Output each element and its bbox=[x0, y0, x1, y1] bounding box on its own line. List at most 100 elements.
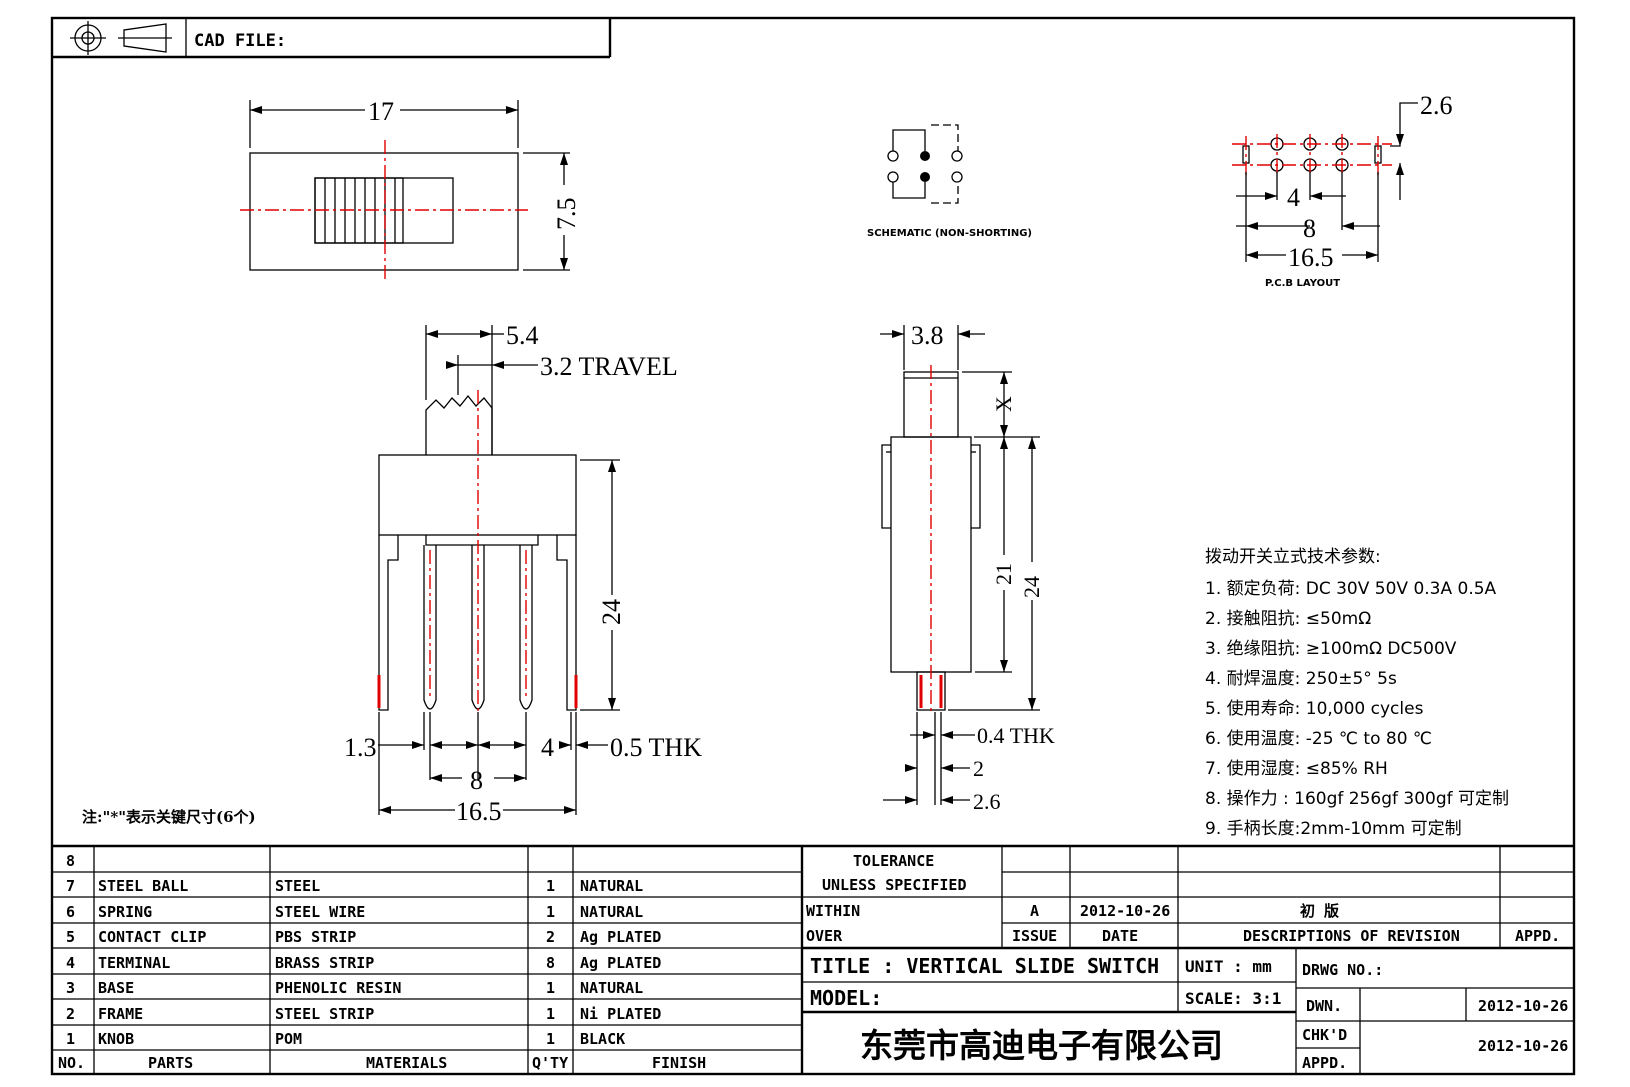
spec-item: 2. 接触阻抗: ≤50mΩ bbox=[1205, 609, 1371, 629]
appd-label: APPD. bbox=[1515, 927, 1560, 945]
revision-value: 初 版 bbox=[1300, 902, 1339, 920]
bom-part: TERMINAL bbox=[98, 954, 170, 972]
date-value: 2012-10-26 bbox=[1080, 902, 1170, 920]
scale-label: SCALE: 3:1 bbox=[1185, 989, 1281, 1008]
spec-item: 5. 使用寿命: 10,000 cycles bbox=[1205, 698, 1424, 719]
bom-finish: Ni PLATED bbox=[580, 1005, 661, 1023]
bom-qty: 1 bbox=[546, 1005, 555, 1023]
pcb-layout-label: P.C.B LAYOUT bbox=[1265, 278, 1340, 289]
bom-finish: NATURAL bbox=[580, 903, 643, 921]
bom-part: CONTACT CLIP bbox=[98, 928, 206, 946]
schematic: SCHEMATIC (NON-SHORTING) bbox=[867, 124, 1032, 239]
side-dim-21: 21 bbox=[991, 563, 1016, 585]
spec-item: 3. 绝缘阻抗: ≥100mΩ DC500V bbox=[1205, 639, 1457, 659]
bom-header-parts: PARTS bbox=[148, 1054, 193, 1072]
company-name: 东莞市高迪电子有限公司 bbox=[860, 1026, 1223, 1065]
within-label: WITHIN bbox=[806, 902, 860, 920]
bom-part: KNOB bbox=[98, 1030, 134, 1048]
drwg-no-label: DRWG NO.: bbox=[1302, 961, 1383, 979]
top-height-dim: 7.5 bbox=[552, 198, 581, 231]
bom-header-no: NO. bbox=[58, 1054, 85, 1072]
pcb-dim-8: 8 bbox=[1303, 214, 1316, 243]
bom-table: 8 7 STEEL BALL STEEL 1 NATURAL 6 SPRING … bbox=[52, 844, 1574, 1074]
bom-no: 1 bbox=[66, 1030, 75, 1048]
pcb-dim-16-5: 16.5 bbox=[1288, 243, 1334, 272]
bom-header-materials: MATERIALS bbox=[366, 1054, 447, 1072]
bom-header-finish: FINISH bbox=[652, 1054, 706, 1072]
front-dim-16-5: 16.5 bbox=[456, 797, 502, 826]
spec-item: 8. 操作力 : 160gf 256gf 300gf 可定制 bbox=[1205, 789, 1509, 809]
bom-qty: 1 bbox=[546, 877, 555, 895]
schematic-label: SCHEMATIC (NON-SHORTING) bbox=[867, 228, 1032, 239]
front-view: 5.4 3.2 TRAVEL 24 1.3 4 0.5 THK 8 16.5 bbox=[344, 321, 702, 826]
bom-finish: BLACK bbox=[580, 1030, 625, 1048]
bom-no: 2 bbox=[66, 1005, 75, 1023]
pcb-dim-4: 4 bbox=[1287, 183, 1300, 212]
side-view: 3.8 X 21 24 0.4 THK 2 2.6 bbox=[880, 321, 1055, 814]
descriptions-of-revision-label: DESCRIPTIONS OF REVISION bbox=[1243, 927, 1460, 945]
front-dim-thk: 0.5 THK bbox=[610, 733, 702, 762]
top-width-dim: 17 bbox=[368, 97, 394, 126]
header-box: CAD FILE: bbox=[52, 18, 612, 59]
bom-material: PBS STRIP bbox=[275, 928, 356, 946]
side-dim-24: 24 bbox=[1019, 576, 1044, 598]
bom-part: SPRING bbox=[98, 903, 152, 921]
bom-qty: 1 bbox=[546, 903, 555, 921]
bom-material: STEEL WIRE bbox=[275, 903, 365, 921]
bom-no: 3 bbox=[66, 979, 75, 997]
bom-finish: Ag PLATED bbox=[580, 928, 661, 946]
bom-qty: 2 bbox=[546, 928, 555, 946]
bom-qty: 1 bbox=[546, 979, 555, 997]
tolerance-label: TOLERANCE bbox=[853, 852, 934, 870]
front-dim-24: 24 bbox=[597, 599, 626, 625]
front-dim-1-3: 1.3 bbox=[344, 733, 377, 762]
model-label: MODEL: bbox=[810, 986, 882, 1010]
projection-symbol-icon bbox=[70, 21, 172, 55]
bom-part: FRAME bbox=[98, 1005, 143, 1023]
spec-title: 拨动开关立式技术参数: bbox=[1205, 547, 1381, 567]
bom-finish: NATURAL bbox=[580, 979, 643, 997]
dwn-date: 2012-10-26 bbox=[1478, 997, 1568, 1015]
cad-file-label: CAD FILE: bbox=[194, 31, 286, 51]
spec-item: 6. 使用温度: -25 ℃ to 80 ℃ bbox=[1205, 728, 1432, 749]
title-block: TOLERANCE UNLESS SPECIFIED WITHIN OVER A… bbox=[802, 846, 1574, 1074]
specifications: 拨动开关立式技术参数: 1. 额定负荷: DC 30V 50V 0.3A 0.5… bbox=[1205, 547, 1509, 839]
drawing-border bbox=[50, 16, 1576, 1076]
bom-no: 4 bbox=[66, 954, 75, 972]
appd-row-label: APPD. bbox=[1302, 1054, 1347, 1072]
bom-no: 6 bbox=[66, 903, 75, 921]
bom-qty: 8 bbox=[546, 954, 555, 972]
chkd-date: 2012-10-26 bbox=[1478, 1037, 1568, 1055]
spec-item: 7. 使用湿度: ≤85% RH bbox=[1205, 758, 1388, 779]
issue-label: ISSUE bbox=[1012, 927, 1057, 945]
front-dim-4: 4 bbox=[541, 733, 554, 762]
unless-specified-label: UNLESS SPECIFIED bbox=[822, 876, 967, 894]
side-dim-2: 2 bbox=[973, 756, 984, 781]
side-dim-2-6: 2.6 bbox=[973, 789, 1001, 814]
bom-header-qty: Q'TY bbox=[532, 1054, 568, 1072]
top-view: 17 7.5 bbox=[240, 97, 581, 280]
dwn-label: DWN. bbox=[1306, 997, 1342, 1015]
pcb-layout: 2.6 4 8 16.5 P.C.B LAYOUT bbox=[1232, 91, 1453, 289]
bom-finish: NATURAL bbox=[580, 877, 643, 895]
bom-material: PHENOLIC RESIN bbox=[275, 979, 401, 997]
spec-item: 1. 额定负荷: DC 30V 50V 0.3A 0.5A bbox=[1205, 579, 1497, 599]
bom-no: 7 bbox=[66, 877, 75, 895]
chkd-label: CHK'D bbox=[1302, 1026, 1347, 1044]
side-dim-x: X bbox=[991, 396, 1016, 412]
key-dimension-note: 注:"*"表示关键尺寸(6个) bbox=[82, 808, 256, 826]
issue-value: A bbox=[1030, 902, 1039, 920]
bom-material: STEEL bbox=[275, 877, 320, 895]
spec-item: 9. 手柄长度:2mm-10mm 可定制 bbox=[1205, 819, 1462, 839]
spec-item: 4. 耐焊温度: 250±5° 5s bbox=[1205, 669, 1397, 689]
over-label: OVER bbox=[806, 927, 843, 945]
unit-label: UNIT : mm bbox=[1185, 957, 1272, 976]
front-dim-5-4: 5.4 bbox=[506, 321, 539, 350]
side-dim-thk: 0.4 THK bbox=[977, 723, 1055, 748]
front-dim-travel: 3.2 TRAVEL bbox=[540, 352, 678, 381]
drawing-title: TITLE : VERTICAL SLIDE SWITCH bbox=[810, 954, 1159, 978]
bom-no: 8 bbox=[66, 852, 75, 870]
bom-material: POM bbox=[275, 1030, 302, 1048]
bom-part: BASE bbox=[98, 979, 134, 997]
